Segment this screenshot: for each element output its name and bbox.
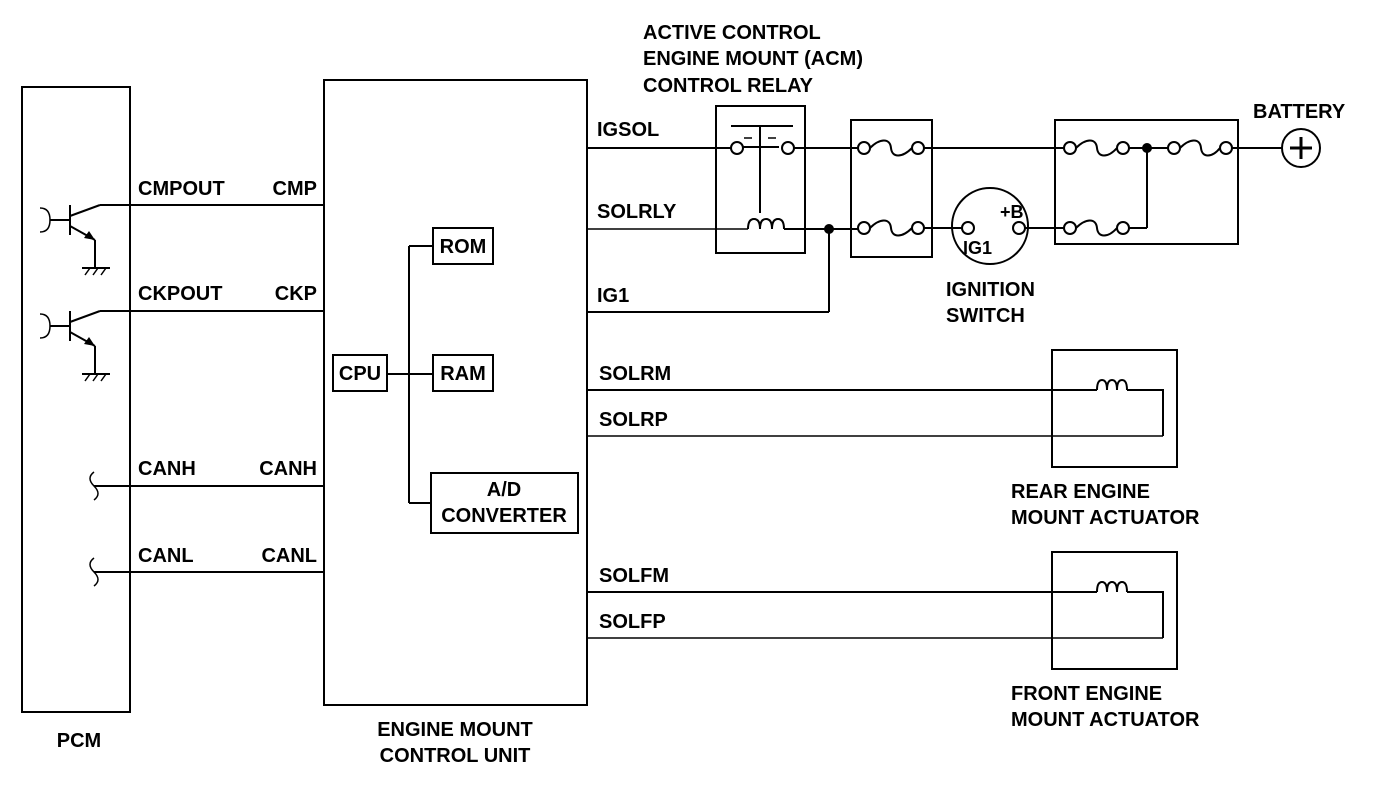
ecu-input-ckp: CKP <box>275 283 317 305</box>
ecu-pin-solrm: SOLRM <box>599 363 671 385</box>
front-actuator-label-line1: FRONT ENGINE <box>1011 683 1162 705</box>
ram-label: RAM <box>440 363 486 385</box>
battery-plus-icon <box>1281 128 1321 168</box>
ecu-label-line1: ENGINE MOUNT <box>377 719 533 741</box>
cpu-label: CPU <box>339 363 381 385</box>
battery-label: BATTERY <box>1253 101 1346 123</box>
relay-title-line1: ACTIVE CONTROL <box>643 22 821 44</box>
relay-title-line2: ENGINE MOUNT (ACM) <box>643 48 863 70</box>
ad-converter-label-line1: A/D <box>487 479 521 501</box>
ad-converter-block <box>430 472 579 534</box>
pcm-output-ckpout: CKPOUT <box>138 283 222 305</box>
relay-circuit-wires <box>587 147 1282 313</box>
engine-mount-control-unit: ENGINE MOUNT CONTROL UNIT CPU ROM RAM A/… <box>323 79 588 767</box>
ecu-input-canl: CANL <box>261 545 317 567</box>
ignition-label-line1: IGNITION <box>946 279 1035 301</box>
rear-actuator-label-line2: MOUNT ACTUATOR <box>1011 507 1200 529</box>
ecu-pin-solfm: SOLFM <box>599 565 669 587</box>
cmp-transistor-symbol <box>39 204 110 276</box>
ecu-pin-solfp: SOLFP <box>599 611 666 633</box>
rear-actuator-coil-icon <box>1096 378 1128 391</box>
pcm-label: PCM <box>57 730 101 752</box>
rear-engine-mount-actuator <box>587 349 1178 468</box>
acm-control-relay <box>715 105 806 254</box>
rear-actuator-label-line1: REAR ENGINE <box>1011 481 1150 503</box>
ecu-input-cmp: CMP <box>273 178 317 200</box>
fuse-box-2 <box>1054 119 1239 245</box>
pcm-output-cmpout: CMPOUT <box>138 178 225 200</box>
front-engine-mount-actuator <box>587 551 1178 670</box>
ignition-term-b: +B <box>1000 202 1024 222</box>
relay-title-line3: CONTROL RELAY <box>643 75 814 97</box>
relay-coil-icon <box>747 217 785 230</box>
rom-label: ROM <box>440 236 487 258</box>
front-actuator-label-line2: MOUNT ACTUATOR <box>1011 709 1200 731</box>
fuse-box-1 <box>850 119 933 258</box>
pcm-output-canl: CANL <box>138 545 194 567</box>
front-actuator-coil-icon <box>1096 580 1128 593</box>
ecu-input-canh: CANH <box>259 458 317 480</box>
ram-block <box>432 354 494 392</box>
ecu-pin-solrp: SOLRP <box>599 409 668 431</box>
ignition-label-line2: SWITCH <box>946 305 1025 327</box>
pcm-module: PCM <box>21 86 131 752</box>
ad-converter-label-line2: CONVERTER <box>441 505 567 527</box>
ecu-pin-igsol: IGSOL <box>597 119 659 141</box>
ecu-label-line2: CONTROL UNIT <box>380 745 531 767</box>
rom-block <box>432 227 494 265</box>
ckp-transistor-symbol <box>39 310 110 382</box>
ecu-pin-solrly: SOLRLY <box>597 201 677 223</box>
ignition-switch: +B IG1 <box>951 187 1029 265</box>
pcm-output-canh: CANH <box>138 458 196 480</box>
cpu-block <box>332 354 388 392</box>
ecu-pin-ig1: IG1 <box>597 285 629 307</box>
ignition-term-ig1: IG1 <box>963 238 992 258</box>
